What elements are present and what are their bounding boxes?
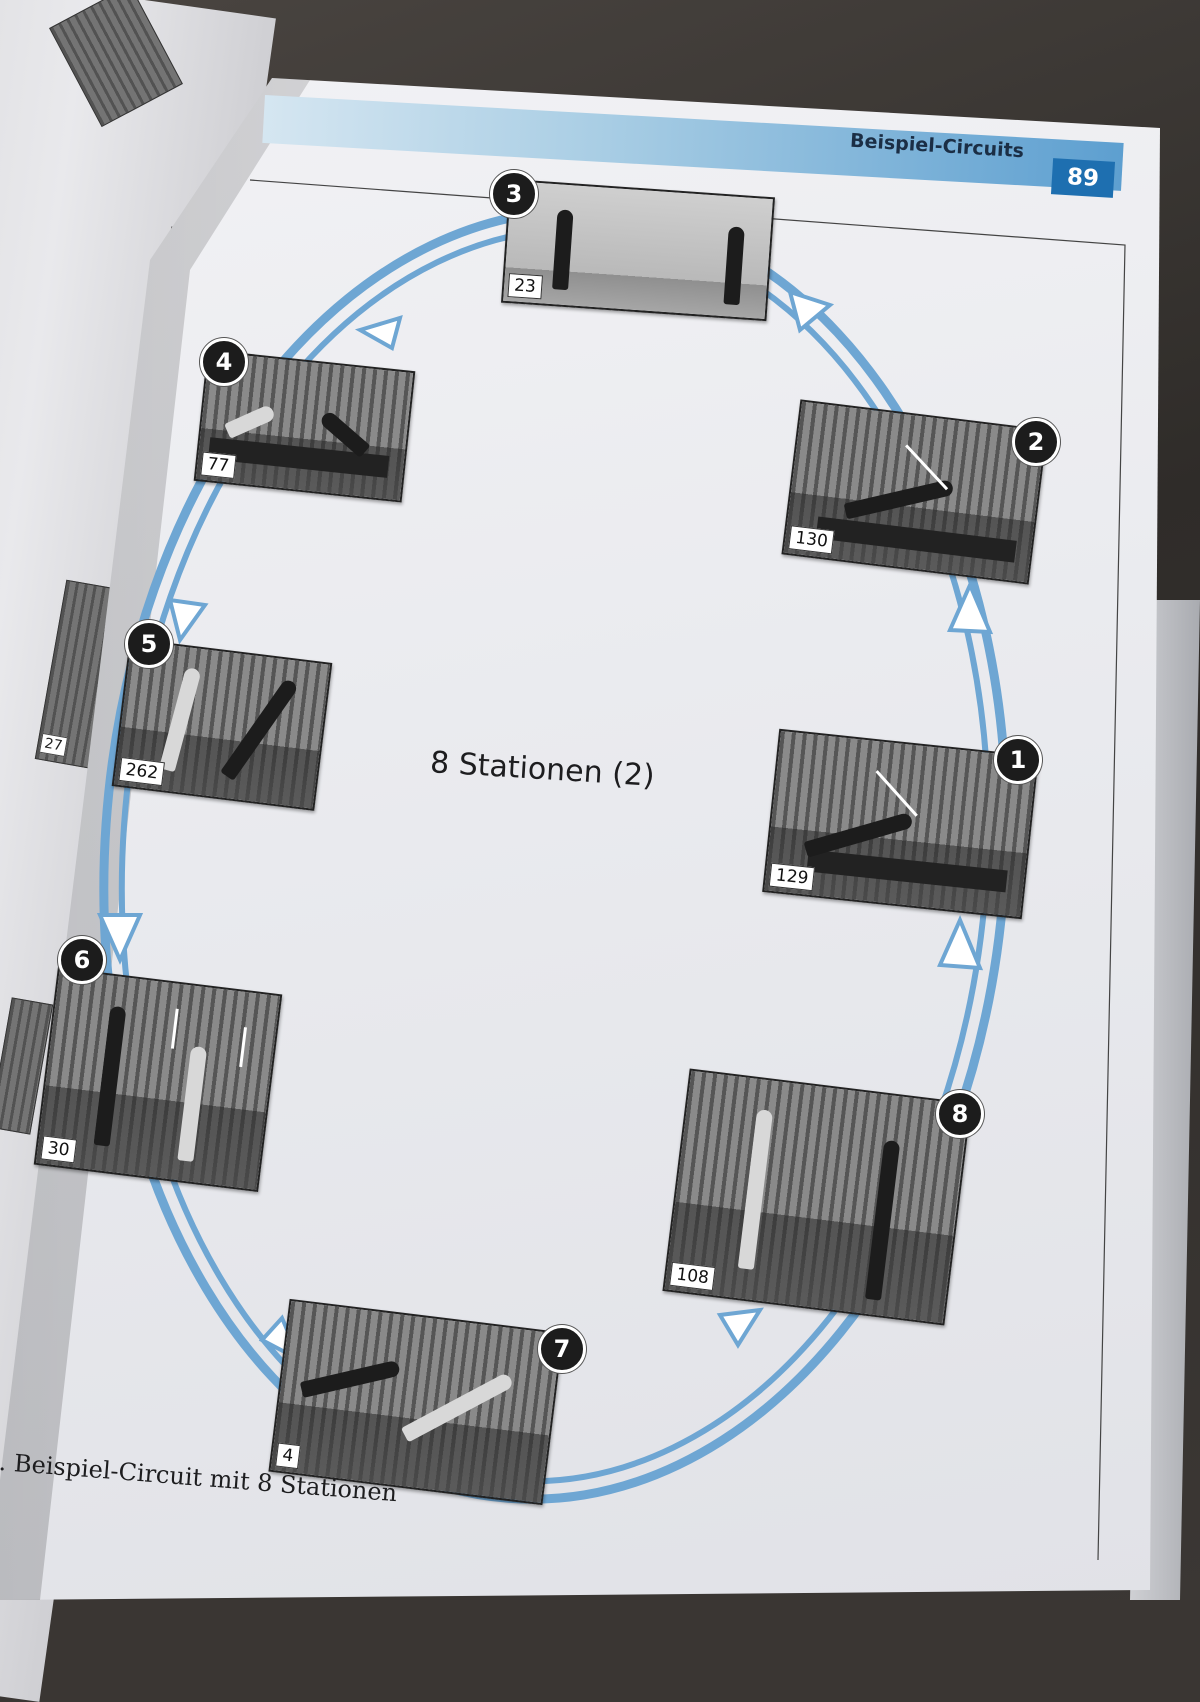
station-badge: 1	[994, 736, 1042, 784]
station-6-photo: 30	[33, 966, 283, 1193]
station-badge: 2	[1012, 418, 1060, 466]
station-badge: 7	[538, 1325, 586, 1373]
exercise-number: 30	[40, 1135, 77, 1164]
arrow-4-to-5	[167, 597, 209, 645]
arrow-8-to-1	[937, 914, 984, 971]
arrow-3-to-4	[354, 315, 403, 352]
station-badge: 6	[58, 936, 106, 984]
station-badge: 4	[200, 338, 248, 386]
station-badge: 3	[490, 170, 538, 218]
exercise-number: 129	[768, 862, 816, 892]
arrow-1-to-2	[946, 579, 994, 635]
station-8-photo: 108	[662, 1068, 972, 1326]
exercise-number: 77	[200, 451, 237, 479]
arrow-5-to-6	[96, 913, 144, 965]
circuit-arrows	[96, 288, 994, 1365]
station-badge: 8	[936, 1090, 984, 1138]
station-badge: 5	[125, 620, 173, 668]
station-3-photo: 23	[500, 178, 776, 322]
arrow-2-to-3	[787, 288, 835, 334]
exercise-number: 23	[507, 273, 543, 300]
arrow-7-to-8	[716, 1307, 764, 1349]
exercise-number: 4	[275, 1442, 301, 1470]
station-2-photo: 130	[781, 399, 1048, 585]
